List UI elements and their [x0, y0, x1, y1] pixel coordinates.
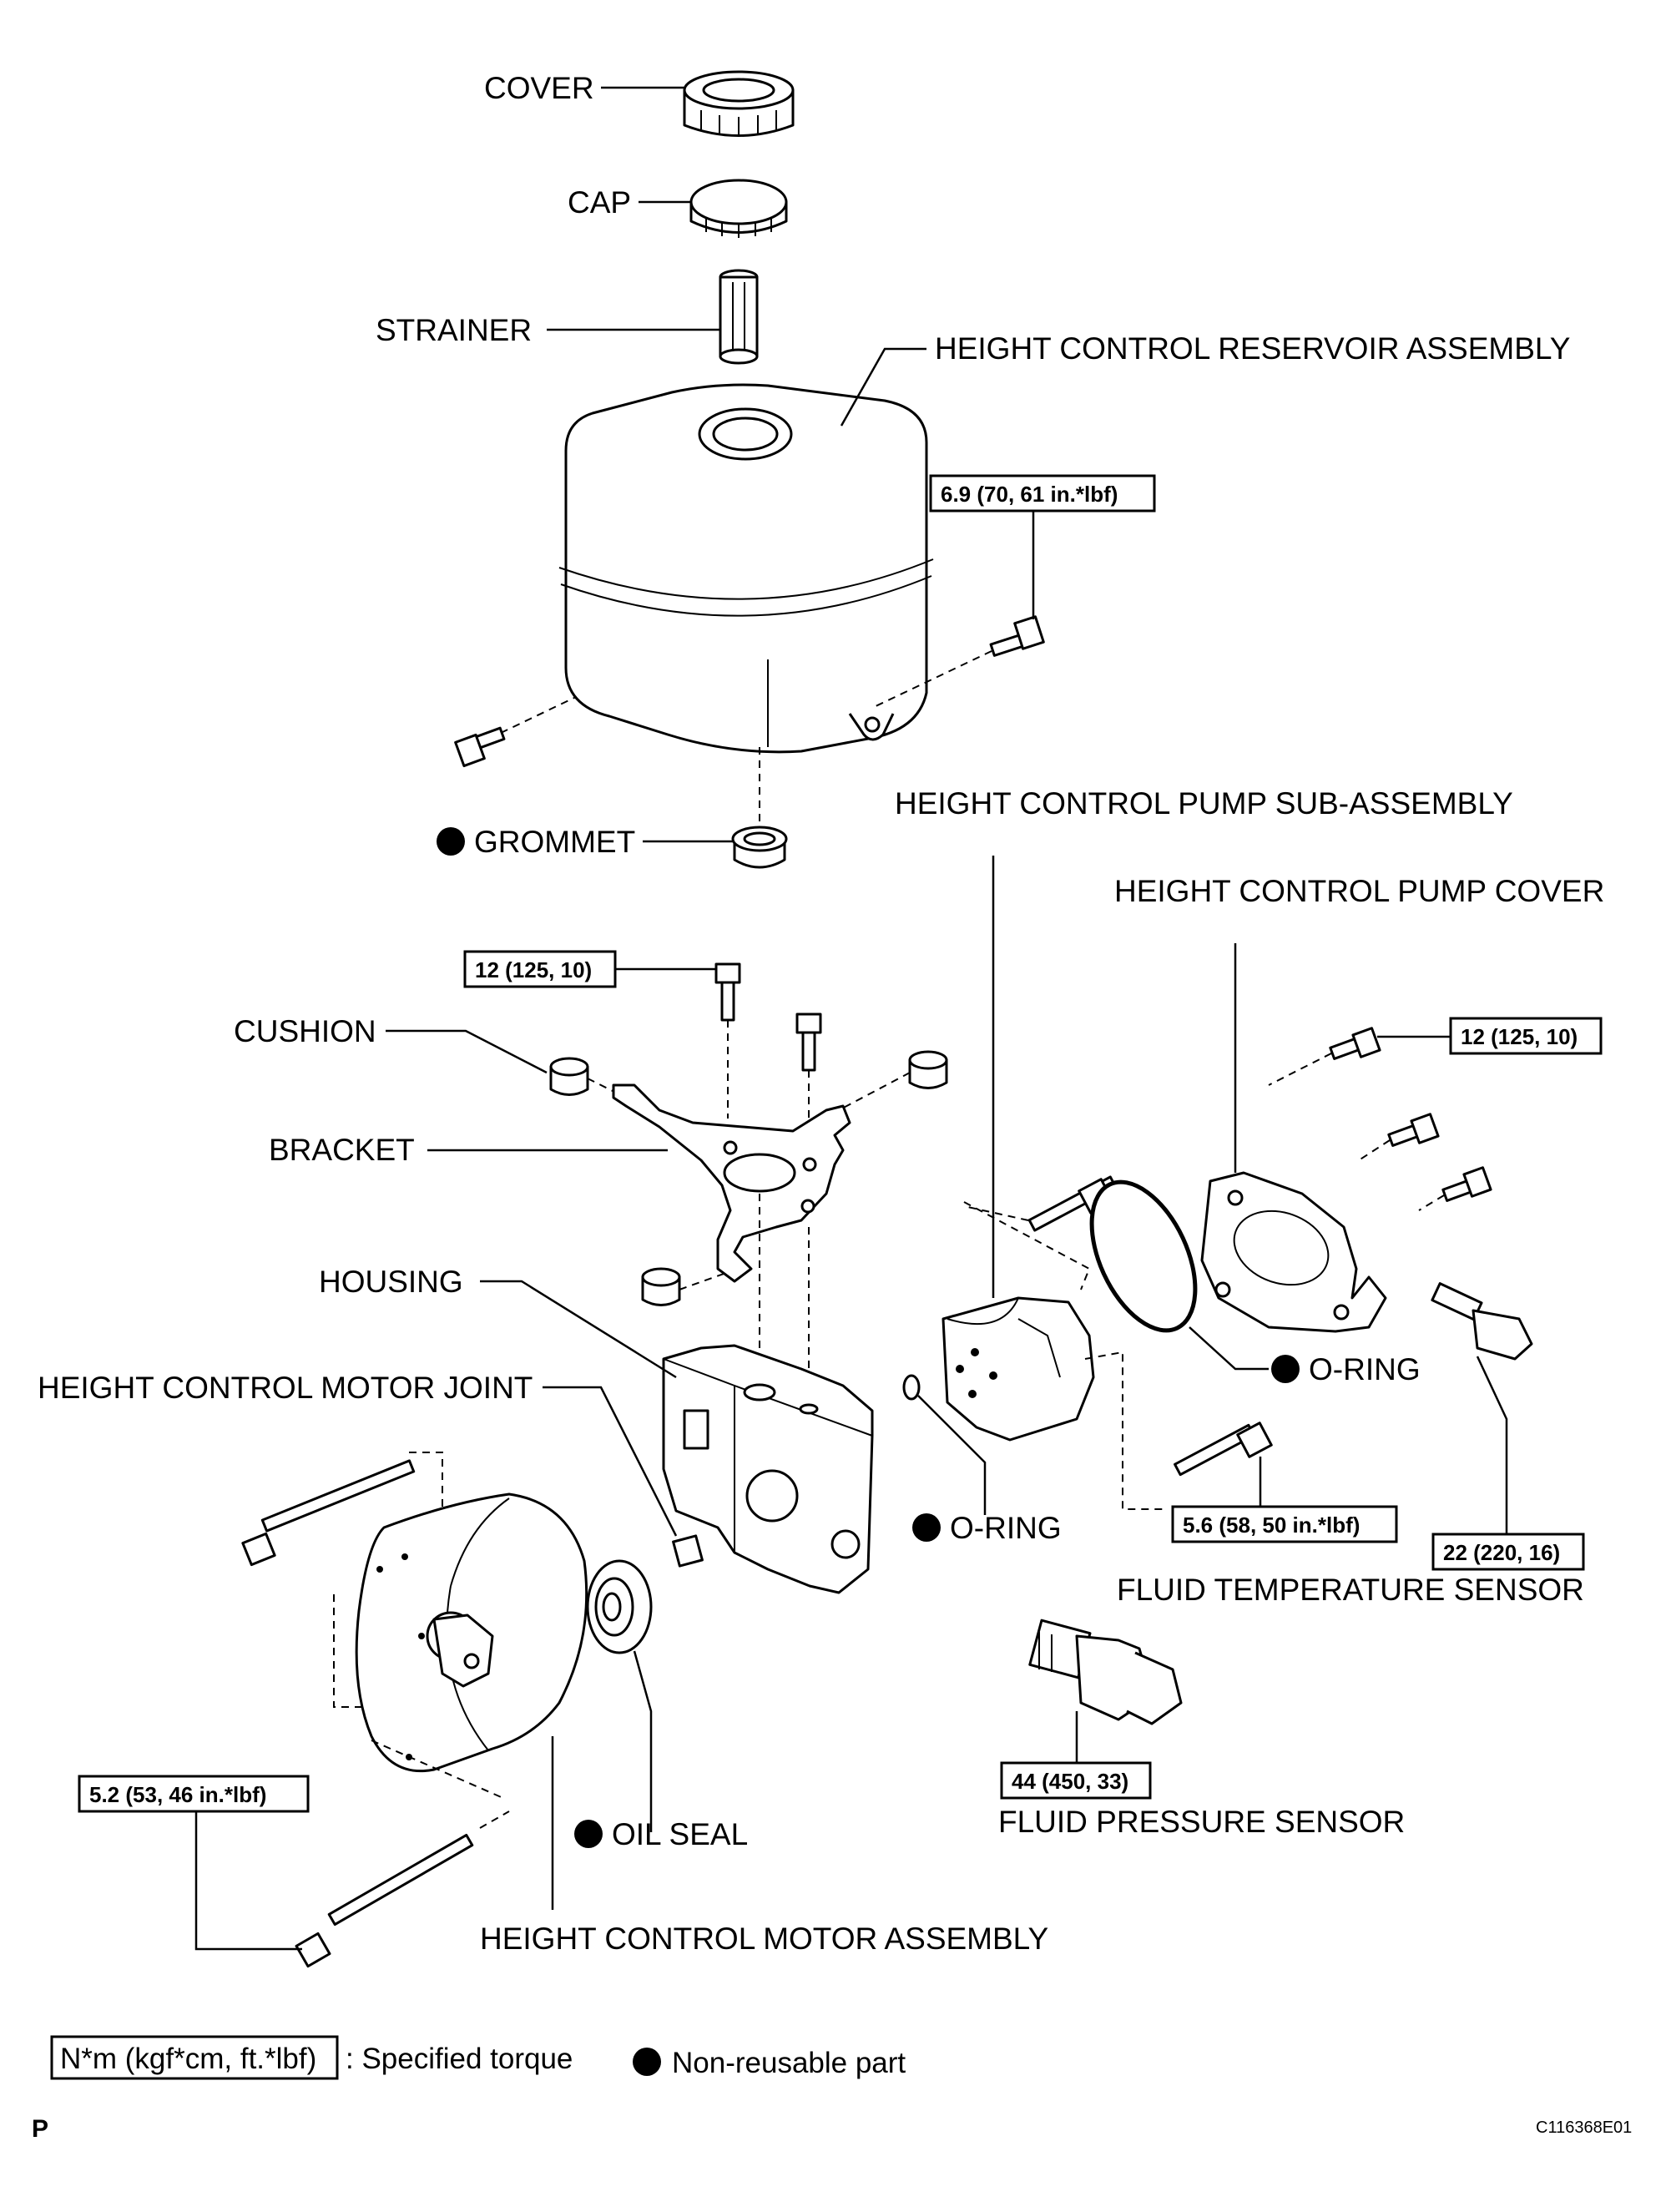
reservoir-label: HEIGHT CONTROL RESERVOIR ASSEMBLY	[935, 331, 1570, 366]
o-ring-large-part	[1089, 1179, 1198, 1333]
motor-bolt-upper	[241, 1459, 416, 1567]
legend-nonreusable: Non-reusable part	[633, 2047, 906, 2079]
reservoir-bolt-left	[454, 726, 506, 768]
o-ring-small-nonreusable-mark	[912, 1513, 941, 1542]
torque-temp-sensor: 22 (220, 16)	[1431, 1533, 1585, 1571]
nonreusable-dot-icon	[633, 2048, 661, 2076]
o-ring-small-label: O-RING	[950, 1511, 1062, 1545]
pump-bolt-lower	[1174, 1422, 1273, 1477]
figure-code: C116368E01	[1536, 2119, 1632, 2137]
o-ring-large-nonreusable-mark	[1271, 1355, 1300, 1383]
torque-motor-bolt: 5.2 (53, 46 in.*lbf)	[78, 1775, 310, 1813]
pump-cover-part	[1200, 1171, 1387, 1333]
motor-joint-label: HEIGHT CONTROL MOTOR JOINT	[38, 1371, 533, 1405]
oil-seal-nonreusable-mark	[574, 1820, 603, 1848]
cap-label: CAP	[568, 185, 631, 220]
grommet-part	[731, 826, 788, 869]
motor-joint-part	[672, 1534, 704, 1568]
reservoir-part	[558, 383, 934, 754]
pump-cover-bolts	[1329, 1027, 1492, 1202]
legend-torque: N*m (kgf*cm, ft.*lbf) : Specified torque	[50, 2035, 573, 2080]
svg-text:5.6 (58, 50 in.*lbf): 5.6 (58, 50 in.*lbf)	[1183, 1513, 1360, 1538]
pump-sub-assembly-part	[942, 1296, 1095, 1442]
bracket-bolt-a	[714, 962, 741, 1022]
housing-part	[662, 1344, 874, 1594]
cover-label: COVER	[484, 71, 594, 105]
oil-seal-label: OIL SEAL	[612, 1817, 748, 1851]
pump-sub-assembly-label: HEIGHT CONTROL PUMP SUB-ASSEMBLY	[895, 786, 1513, 821]
fluid-pressure-sensor-part	[1028, 1619, 1183, 1725]
cap-part	[689, 179, 788, 238]
svg-text:5.2 (53, 46 in.*lbf): 5.2 (53, 46 in.*lbf)	[89, 1782, 266, 1807]
legend-torque-box-text: N*m (kgf*cm, ft.*lbf)	[60, 2043, 316, 2075]
bracket-label: BRACKET	[269, 1133, 415, 1167]
motor-bolt-lower	[295, 1833, 474, 1968]
torque-pressure-sensor: 44 (450, 33)	[1000, 1761, 1152, 1800]
torque-pump-cover-bolt: 12 (125, 10)	[1449, 1017, 1603, 1055]
strainer-part	[719, 269, 759, 365]
fluid-temp-sensor-part	[1431, 1282, 1533, 1361]
housing-label: HOUSING	[319, 1265, 463, 1299]
motor-assembly-label: HEIGHT CONTROL MOTOR ASSEMBLY	[480, 1922, 1048, 1956]
oil-seal-part	[586, 1559, 653, 1654]
svg-text:12 (125, 10): 12 (125, 10)	[1461, 1024, 1578, 1049]
cushion-label: CUSHION	[234, 1014, 376, 1048]
legend-torque-desc: : Specified torque	[346, 2043, 573, 2075]
reservoir-leader	[840, 347, 926, 427]
torque-pump-bolt: 5.6 (58, 50 in.*lbf)	[1171, 1505, 1398, 1543]
fluid-temp-sensor-label: FLUID TEMPERATURE SENSOR	[1117, 1573, 1584, 1607]
svg-text:6.9 (70, 61 in.*lbf): 6.9 (70, 61 in.*lbf)	[941, 482, 1118, 507]
torque-bracket-bolt: 12 (125, 10)	[463, 950, 617, 988]
cover-part	[683, 70, 795, 137]
bracket-bolt-b	[795, 1013, 822, 1072]
fluid-pressure-sensor-label: FLUID PRESSURE SENSOR	[998, 1805, 1405, 1839]
grommet-label: GROMMET	[474, 825, 635, 859]
torque-reservoir-bolt: 6.9 (70, 61 in.*lbf)	[929, 474, 1156, 513]
reservoir-bolt-right	[989, 615, 1045, 657]
o-ring-large-label: O-RING	[1309, 1352, 1421, 1386]
svg-text:44 (450, 33): 44 (450, 33)	[1012, 1769, 1128, 1794]
strainer-label: STRAINER	[376, 313, 532, 347]
motor-assembly-part	[355, 1492, 588, 1773]
legend-nonreusable-desc: Non-reusable part	[672, 2047, 906, 2079]
cushion-part	[549, 1050, 948, 1306]
pump-cover-label: HEIGHT CONTROL PUMP COVER	[1114, 874, 1604, 908]
svg-text:12 (125, 10): 12 (125, 10)	[475, 957, 592, 982]
grommet-nonreusable-mark	[437, 827, 465, 856]
svg-text:22 (220, 16): 22 (220, 16)	[1443, 1540, 1560, 1565]
bracket-part	[612, 1083, 851, 1283]
o-ring-small-part	[902, 1374, 921, 1401]
corner-letter: P	[32, 2115, 48, 2143]
